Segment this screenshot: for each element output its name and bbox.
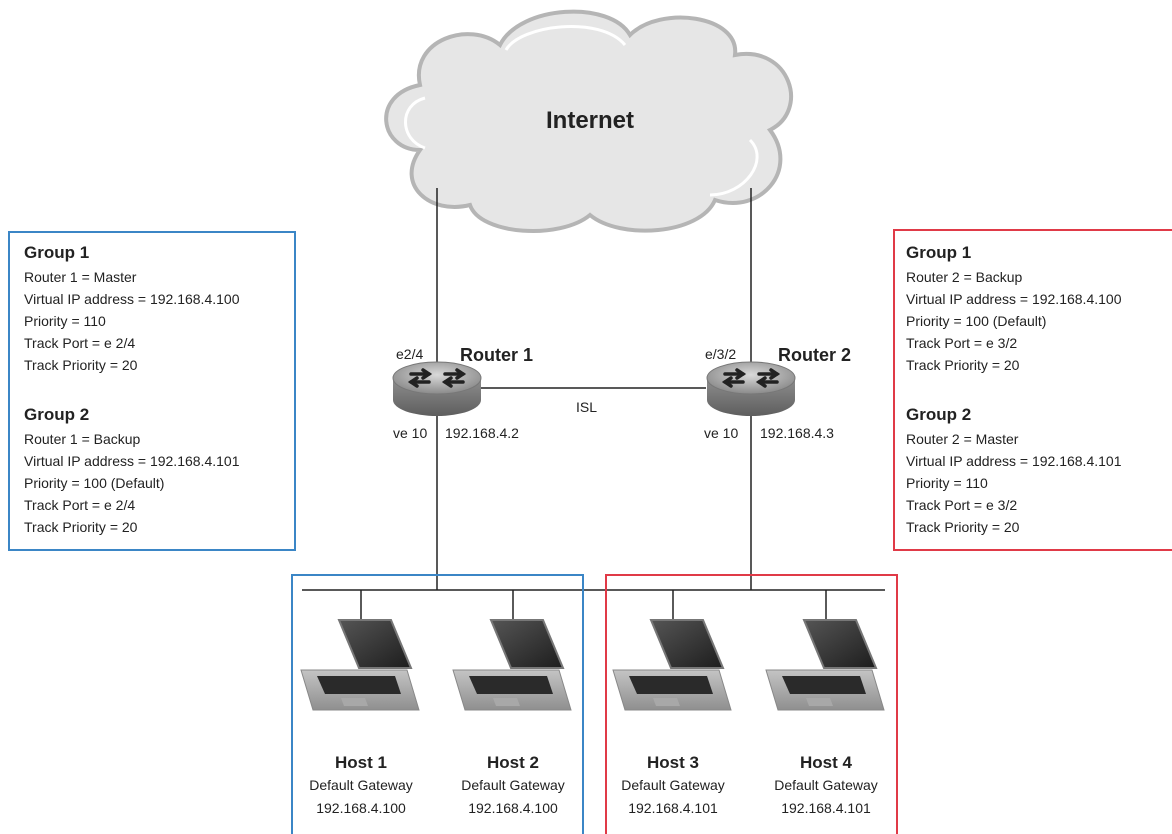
group-line: Priority = 110 [906,475,988,491]
group-line: Virtual IP address = 192.168.4.101 [906,453,1122,469]
internet-cloud-icon [384,9,793,233]
group-line: Track Port = e 3/2 [906,335,1018,351]
host-3-gateway-ip: 192.168.4.101 [628,800,718,816]
laptop-icon-host-1 [300,619,420,711]
group-title: Group 2 [906,405,972,424]
host-1-gateway-label: Default Gateway [309,777,413,793]
left-vrrp-panel: Group 1 Router 1 = Master Virtual IP add… [8,231,296,551]
group-line: Track Port = e 2/4 [24,335,136,351]
host-2-gateway-ip: 192.168.4.100 [468,800,558,816]
laptop-icon-host-4 [765,619,885,711]
host-3-gateway-label: Default Gateway [621,777,725,793]
group-line: Track Priority = 20 [906,519,1020,535]
router-1-port: e2/4 [396,346,424,362]
group-line: Track Port = e 3/2 [906,497,1018,513]
group-title: Group 1 [24,243,90,262]
router-2-ip: 192.168.4.3 [760,425,834,441]
group-line: Virtual IP address = 192.168.4.100 [24,291,240,307]
host-1-name: Host 1 [335,753,387,772]
router-1-icon [392,361,482,416]
right-vrrp-panel: Group 1 Router 2 = Backup Virtual IP add… [893,229,1172,551]
group-line: Router 2 = Master [906,431,1019,447]
group-line: Track Priority = 20 [906,357,1020,373]
laptop-icon-host-3 [612,619,732,711]
router-2-name: Router 2 [778,345,852,365]
laptop-icon-host-2 [452,619,572,711]
group-line: Priority = 110 [24,313,106,329]
group-title: Group 1 [906,243,972,262]
host-group-blue-frame [291,574,584,834]
group-line: Priority = 100 (Default) [24,475,165,491]
isl-label: ISL [576,399,598,415]
group-line: Router 1 = Backup [24,431,141,447]
host-3-name: Host 3 [647,753,699,772]
group-title: Group 2 [24,405,90,424]
host-1-gateway-ip: 192.168.4.100 [316,800,406,816]
router-2-port: e/3/2 [705,346,737,362]
internet-label: Internet [546,107,635,134]
group-line: Virtual IP address = 192.168.4.100 [906,291,1122,307]
host-group-red-frame [605,574,898,834]
router-2-ve: ve 10 [704,425,739,441]
host-4-name: Host 4 [800,753,852,772]
group-line: Track Port = e 2/4 [24,497,136,513]
router-1-ip: 192.168.4.2 [445,425,519,441]
router-1-name: Router 1 [460,345,534,365]
group-line: Track Priority = 20 [24,519,138,535]
host-2-name: Host 2 [487,753,539,772]
host-4-gateway-ip: 192.168.4.101 [781,800,871,816]
router-2-icon [706,361,796,416]
group-line: Virtual IP address = 192.168.4.101 [24,453,240,469]
group-line: Router 2 = Backup [906,269,1023,285]
router-1-ve: ve 10 [393,425,428,441]
host-4-gateway-label: Default Gateway [774,777,878,793]
group-line: Router 1 = Master [24,269,137,285]
group-line: Track Priority = 20 [24,357,138,373]
group-line: Priority = 100 (Default) [906,313,1047,329]
host-2-gateway-label: Default Gateway [461,777,565,793]
